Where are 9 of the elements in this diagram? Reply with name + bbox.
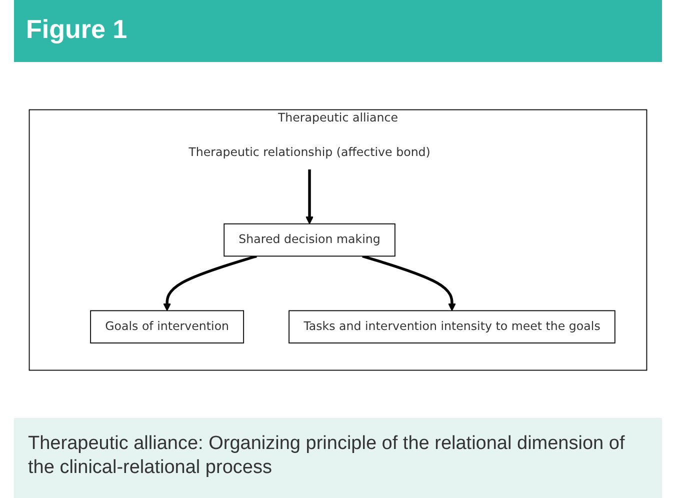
node-box: Goals of intervention	[90, 310, 244, 344]
node-box: Tasks and intervention intensity to meet the goals	[288, 310, 616, 344]
arrow	[163, 254, 257, 312]
figure-caption: Therapeutic alliance: Organizing principle of the relational dimension of the clinical-relational process	[28, 432, 626, 480]
figure-title: Figure 1	[26, 14, 128, 45]
node-text: Therapeutic relationship (affective bond)	[188, 146, 430, 160]
arrow	[362, 254, 456, 312]
arrow	[306, 169, 314, 224]
node-box: Shared decision making	[224, 223, 396, 257]
